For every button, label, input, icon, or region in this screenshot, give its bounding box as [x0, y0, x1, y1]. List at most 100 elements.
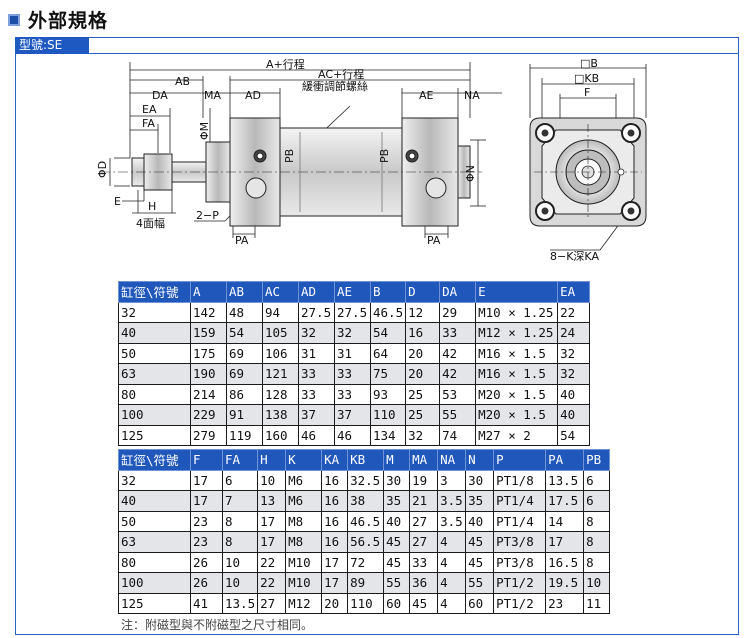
table-cell: 54	[226, 322, 263, 344]
table-cell: 32	[557, 342, 591, 364]
table-cell: 12	[405, 301, 441, 323]
table-header-cell: 缸徑\符號	[118, 449, 191, 471]
table-cell: 54	[557, 424, 591, 446]
table-cell: M8	[285, 510, 323, 532]
table-cell: 27	[409, 510, 439, 532]
table-cell: 35	[465, 490, 495, 512]
table-cell: 16	[321, 490, 349, 512]
table-cell: 45	[409, 592, 439, 614]
table-cell: 105	[262, 322, 299, 344]
table-header-cell: AE	[334, 281, 371, 303]
table-cell: 55	[439, 404, 477, 426]
cylinder-drawing: A+行程 AB AC+行程 DA MA AD 緩衝調節螺絲 AE NA EA F…	[96, 58, 647, 263]
table-cell: 14	[545, 510, 585, 532]
table-header-cell: KB	[347, 449, 385, 471]
table-cell: 142	[190, 301, 227, 323]
table-header-cell: AC	[262, 281, 299, 303]
table-cell: 91	[226, 404, 263, 426]
table-cell: 22	[257, 551, 287, 573]
table-cell: 41	[190, 592, 223, 614]
table-cell: 279	[190, 424, 227, 446]
spec-frame	[15, 37, 739, 635]
table-cell: 160	[262, 424, 299, 446]
table-cell: 16	[321, 510, 349, 532]
table-cell: 33	[298, 363, 335, 385]
table-cell: 80	[118, 383, 191, 405]
table-cell: 46.5	[369, 301, 407, 323]
label-a-stroke: A+行程	[266, 58, 305, 71]
table-cell: 32	[334, 322, 371, 344]
table-cell: 55	[383, 572, 411, 594]
label-phi-n: ΦN	[464, 165, 477, 182]
table-cell: M20 × 1.5	[475, 404, 559, 426]
table-cell: 17.5	[545, 490, 585, 512]
table-cell: 4	[437, 592, 467, 614]
table-cell: 40	[383, 510, 411, 532]
table-header-cell: FA	[221, 449, 259, 471]
label-fa: FA	[142, 117, 155, 130]
table-cell: 21	[409, 490, 439, 512]
table-cell: 32	[405, 424, 441, 446]
table-cell: M10	[285, 551, 323, 573]
table-cell: M6	[285, 490, 323, 512]
table-cell: 23	[545, 592, 585, 614]
table-cell: 134	[369, 424, 407, 446]
table-cell: 80	[118, 551, 191, 573]
label-da: DA	[152, 89, 168, 102]
table-cell: 33	[334, 363, 371, 385]
table-cell: 89	[347, 572, 385, 594]
table-cell: 30	[465, 469, 495, 491]
table-header-cell: 缸徑\符號	[118, 281, 191, 303]
label-cushion: 緩衝調節螺絲	[302, 79, 368, 93]
table-cell: PT1/8	[493, 469, 547, 491]
table-cell: 27.5	[334, 301, 371, 323]
table-cell: 48	[226, 301, 263, 323]
table-cell: 40	[118, 322, 191, 344]
table-cell: 100	[118, 572, 191, 594]
table-cell: 69	[226, 363, 263, 385]
table-cell: 100	[118, 404, 191, 426]
table-cell: 33	[439, 322, 477, 344]
table-cell: 37	[334, 404, 371, 426]
label-phi-m: ΦM	[198, 122, 211, 140]
table-cell: 11	[583, 592, 611, 614]
table-cell: 55	[465, 572, 495, 594]
table-cell: 7	[221, 490, 259, 512]
table-header-cell: D	[405, 281, 441, 303]
table-cell: PT3/8	[493, 531, 547, 553]
label-ad: AD	[245, 89, 261, 102]
table-header-cell: DA	[439, 281, 477, 303]
table-cell: M20 × 1.5	[475, 383, 559, 405]
table-cell: 229	[190, 404, 227, 426]
footnote: 注：附磁型與不附磁型之尺寸相同。	[121, 618, 314, 632]
table-cell: 13	[257, 490, 287, 512]
table-cell: 38	[347, 490, 385, 512]
table-header-cell: P	[493, 449, 547, 471]
table-cell: 63	[118, 363, 191, 385]
table-cell: 45	[383, 531, 411, 553]
table-cell: M27 × 2	[475, 424, 559, 446]
table-cell: 4	[437, 551, 467, 573]
table-cell: M16 × 1.5	[475, 342, 559, 364]
table-cell: PT3/8	[493, 551, 547, 573]
table-cell: 10	[257, 469, 287, 491]
table-cell: 45	[465, 551, 495, 573]
table-cell: PT1/4	[493, 510, 547, 532]
label-phi-d: ΦD	[96, 161, 109, 178]
table-cell: 30	[383, 469, 411, 491]
table-cell: 32	[118, 301, 191, 323]
table-cell: 4	[437, 572, 467, 594]
table-cell: 6	[583, 469, 611, 491]
table-cell: 19	[409, 469, 439, 491]
heading-square-icon	[8, 13, 20, 26]
table-cell: 121	[262, 363, 299, 385]
table-header-cell: NA	[437, 449, 467, 471]
table-header-cell: AD	[298, 281, 335, 303]
table-cell: 17	[257, 510, 287, 532]
table-cell: 32	[298, 322, 335, 344]
